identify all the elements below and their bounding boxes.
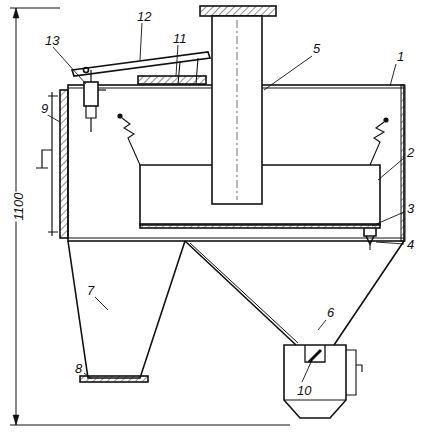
callout-number: 3 xyxy=(406,202,415,215)
outlet-flange xyxy=(200,6,276,16)
flange xyxy=(80,376,148,382)
leader-line xyxy=(46,22,404,382)
outlet-pipe xyxy=(212,16,262,204)
bolt xyxy=(364,228,376,244)
actuator xyxy=(84,82,98,106)
plate xyxy=(140,224,380,228)
callout-number: 1 xyxy=(396,50,405,63)
spring xyxy=(370,122,384,165)
callout-number: 13 xyxy=(44,34,60,47)
door xyxy=(60,90,68,238)
callout-number: 10 xyxy=(296,384,312,397)
collector xyxy=(284,345,346,418)
callout-number: 9 xyxy=(40,102,49,115)
callout-number: 5 xyxy=(312,42,321,55)
valve-plate xyxy=(138,76,206,84)
callout-number: 12 xyxy=(136,10,152,23)
callout-number: 2 xyxy=(406,146,415,159)
left-hopper xyxy=(68,241,185,378)
right-hopper xyxy=(185,241,404,345)
callout-number: 6 xyxy=(326,306,335,319)
dimension-text: 1100 xyxy=(12,192,25,222)
inner-chamber xyxy=(140,165,380,225)
callout-number: 8 xyxy=(74,362,83,375)
spring xyxy=(122,118,140,165)
callout-number: 11 xyxy=(172,32,188,45)
callout-number: 4 xyxy=(406,238,415,251)
callout-number: 7 xyxy=(86,284,95,297)
lever xyxy=(72,52,210,76)
